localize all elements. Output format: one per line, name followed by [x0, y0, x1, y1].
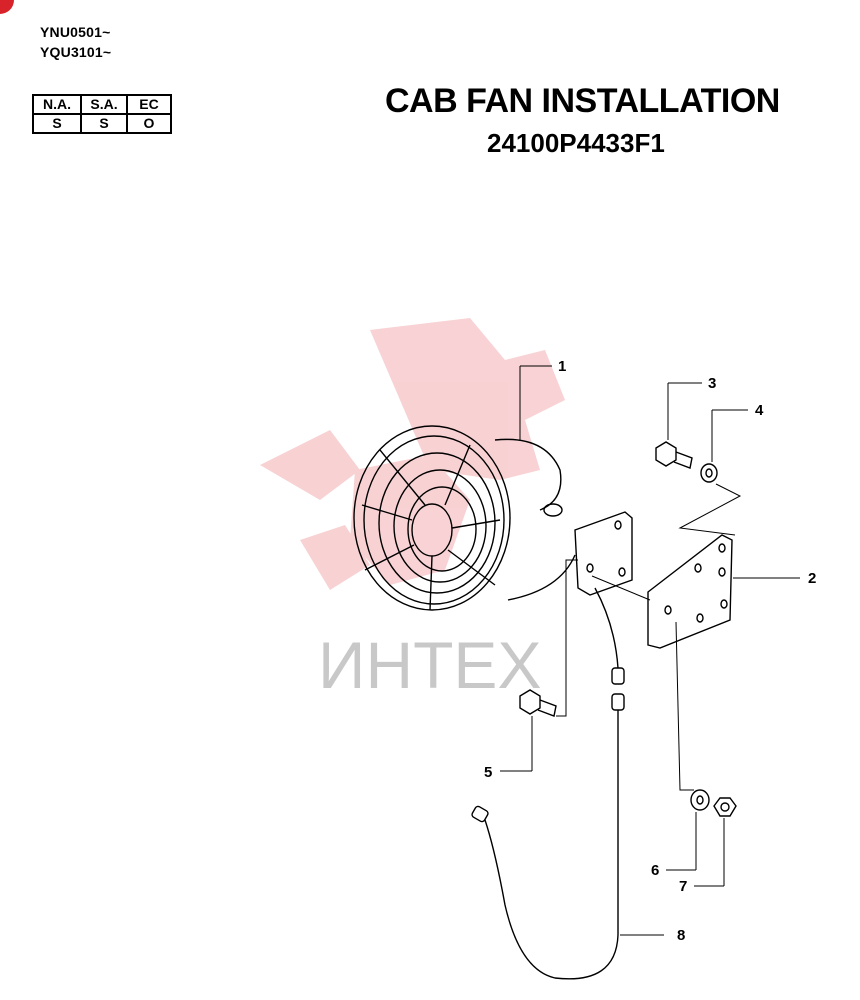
page-title: CAB FAN INSTALLATION [385, 82, 780, 120]
callout-3: 3 [708, 375, 716, 392]
region-value-ec: O [126, 113, 172, 134]
serial-range-1: YNU0501~ [40, 24, 111, 40]
fan-motor-housing [494, 438, 576, 601]
region-header-sa: S.A. [80, 94, 128, 115]
nut-7 [713, 797, 737, 817]
callout-2: 2 [808, 570, 816, 587]
region-table-value-row: S S O [32, 113, 172, 134]
watermark-text: ИНТЕХ [318, 628, 541, 702]
bolt-5 [519, 689, 557, 717]
washer-4 [700, 463, 718, 483]
callout-4: 4 [755, 402, 764, 419]
region-table-header-row: N.A. S.A. EC [32, 94, 172, 115]
region-header-na: N.A. [32, 94, 82, 115]
callout-1: 1 [558, 358, 566, 375]
serial-range-2: YQU3101~ [40, 44, 112, 60]
part-number: 24100P4433F1 [487, 128, 665, 158]
callout-6: 6 [651, 862, 659, 879]
region-table: N.A. S.A. EC S S O [32, 94, 172, 134]
region-value-na: S [32, 113, 82, 134]
fan-grill [353, 425, 511, 611]
region-header-ec: EC [126, 94, 172, 115]
wire-harness [471, 587, 625, 980]
callout-5: 5 [484, 764, 492, 781]
bolt-3 [655, 441, 693, 469]
region-value-sa: S [80, 113, 128, 134]
callout-7: 7 [679, 878, 687, 895]
washer-6 [690, 789, 710, 811]
callout-8: 8 [677, 927, 685, 944]
fan-mount-plate [574, 511, 633, 596]
leader-lines [500, 365, 800, 936]
bracket [647, 534, 733, 649]
